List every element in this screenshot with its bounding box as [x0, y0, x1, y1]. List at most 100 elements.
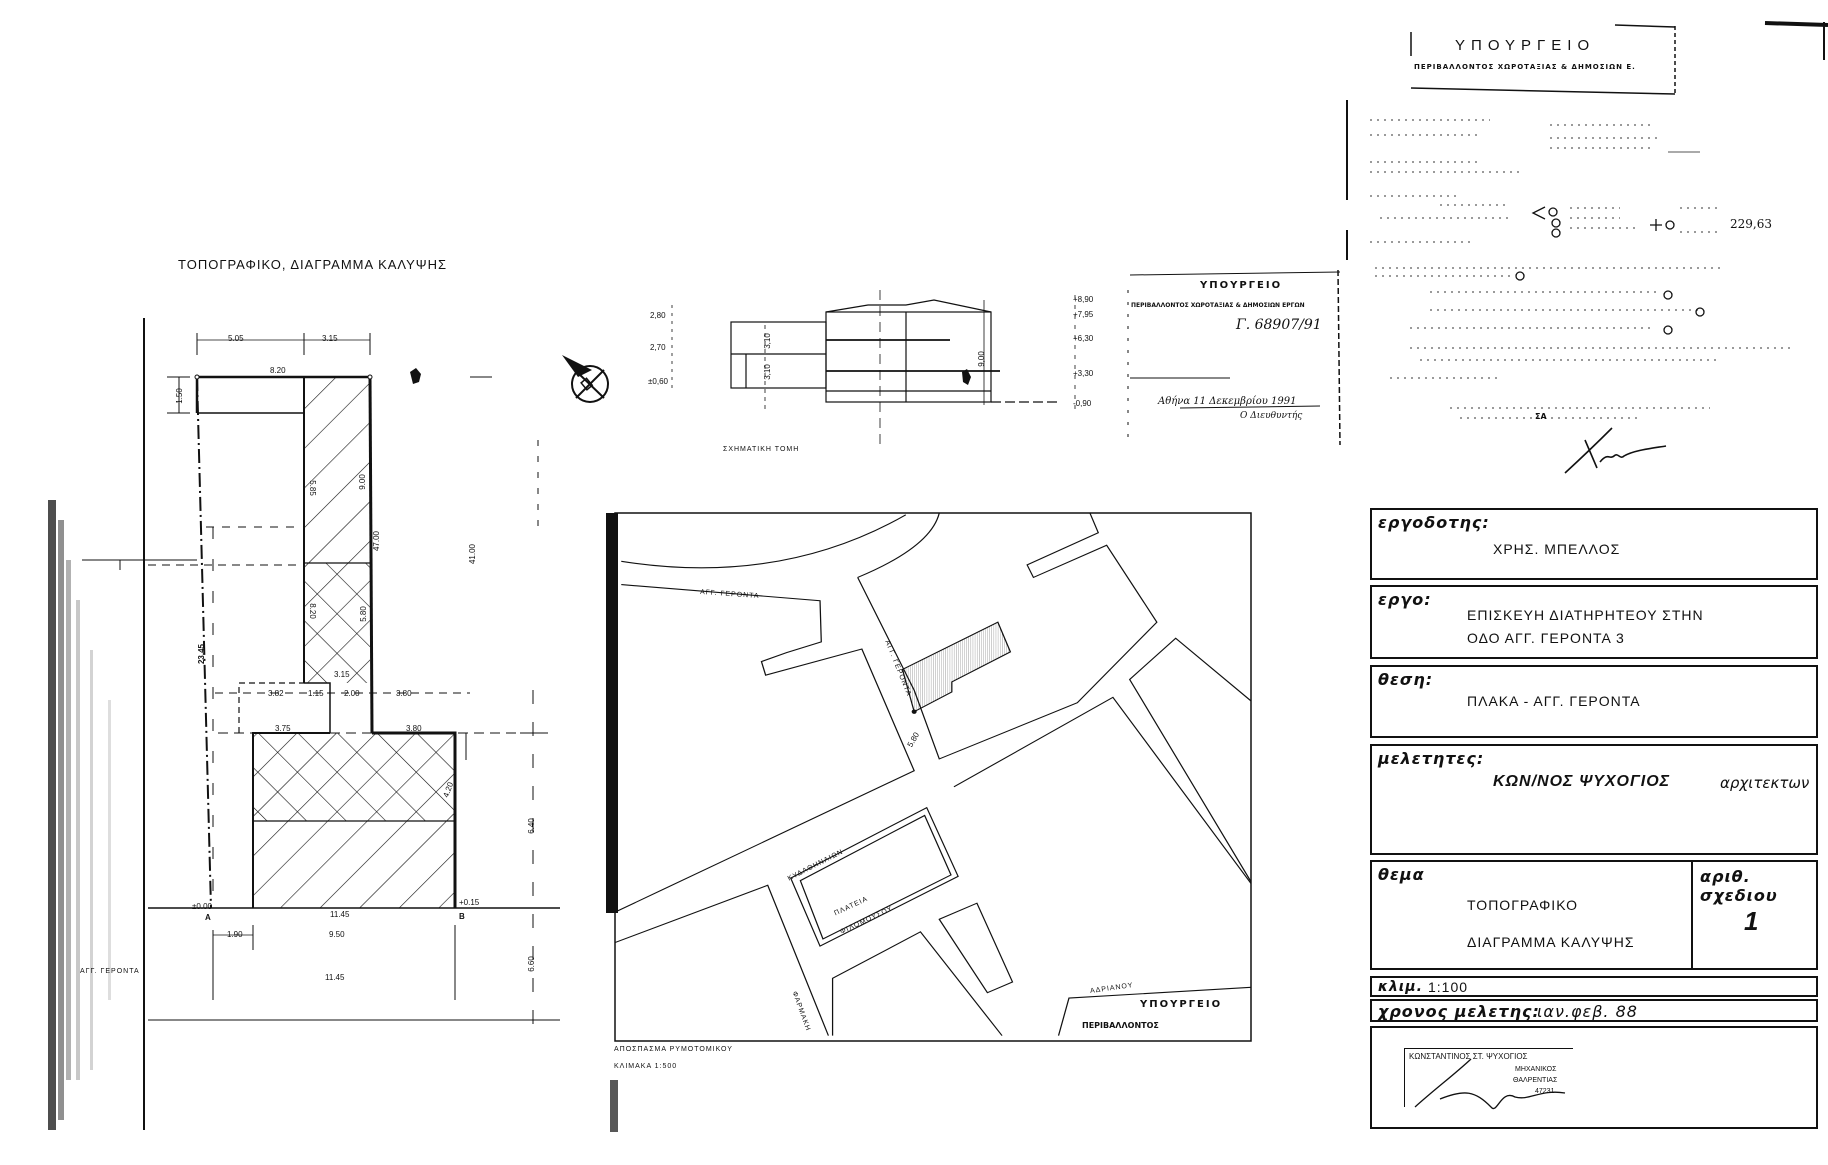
dimension-label: 11.45 [325, 973, 345, 982]
subject-line-2: ΔΙΑΓΡΑΜΜΑ ΚΑΛΥΨΗΣ [1467, 934, 1635, 950]
height-label: 9,00 [976, 351, 986, 367]
signature-box: ΚΩΝΣΤΑΝΤΙΝΟΣ ΣΤ. ΨΥΧΟΓΙΟΣ ΜΗΧΑΝΙΚΟΣ ΘΑΛΡ… [1370, 1026, 1818, 1129]
drawing-title: ΤΟΠΟΓΡΑΦΙΚΟ, ΔΙΑΓΡΑΜΜΑ ΚΑΛΥΨΗΣ [178, 257, 448, 272]
project-line-2: ΟΔΟ ΑΓΓ. ΓΕΡΟΝΤΑ 3 [1467, 630, 1625, 646]
stamp-signatory: Ο Διευθυντής [1240, 411, 1303, 421]
street-curve [621, 514, 907, 569]
project-line-1: ΕΠΙΣΚΕΥΗ ΔΙΑΤΗΡΗΤΕΟΥ ΣΤΗΝ [1467, 607, 1704, 623]
initials: ΣΑ [1535, 412, 1547, 421]
dimension-label: 3.15 [322, 334, 338, 343]
point-label-a: A [205, 913, 211, 922]
city-block [1128, 637, 1251, 882]
drawing-number-label: αριθ. σχεδιου [1700, 867, 1778, 905]
signature [1564, 427, 1667, 474]
designers-box: μελετητες: ΚΩΝ/ΝΟΣ ΨΥΧΟΓΙΟΣ αρχιτεκτων [1370, 744, 1818, 855]
subject-line-1: ΤΟΠΟΓΡΑΦΙΚΟ [1467, 897, 1578, 913]
stamp-date: Αθήνα 11 Δεκεμβρίου 1991 [1158, 396, 1297, 407]
dimension-label: 3.80 [396, 689, 412, 698]
level-label: 2,70 [650, 343, 666, 352]
square-inner [799, 814, 952, 940]
city-block [831, 931, 1003, 1036]
designers-label: μελετητες: [1378, 749, 1485, 768]
point-label-b: B [459, 912, 465, 921]
engineer-stamp-name: ΚΩΝΣΤΑΝΤΙΝΟΣ ΣΤ. ΨΥΧΟΓΙΟΣ [1409, 1052, 1528, 1061]
location-box: θεση: ΠΛΑΚΑ - ΑΓΓ. ΓΕΡΟΝΤΑ [1370, 665, 1818, 738]
approval-stamp-frame [1127, 269, 1341, 446]
client-value: ΧΡΗΣ. ΜΠΕΛΛΟΣ [1493, 541, 1621, 557]
project-label: εργο: [1378, 590, 1432, 609]
level-label: ±0.00 [192, 902, 212, 911]
city-block [615, 584, 915, 913]
ministry-subtitle: ΠΕΡΙΒΑΛΛΟΝΤΟΣ ΧΩΡΟΤΑΞΙΑΣ & ΔΗΜΟΣΙΩΝ Ε. [1414, 63, 1636, 71]
city-block-site [857, 513, 1158, 760]
city-block [1057, 986, 1251, 1036]
level-label: +7,95 [1073, 310, 1094, 319]
dimension-label: 5.80 [358, 606, 368, 622]
dimension-label: 23.45 [197, 643, 207, 665]
subject-box: θεμα ΤΟΠΟΓΡΑΦΙΚΟ ΔΙΑΓΡΑΜΜΑ ΚΑΛΥΨΗΣ αριθ.… [1370, 860, 1818, 970]
level-label: 2,80 [650, 311, 666, 320]
date-box: χρονος μελετης: ιαν.φεβ. 88 [1370, 999, 1818, 1022]
dimension-label: 1.50 [174, 388, 184, 404]
dimension-label: 41.00 [468, 543, 478, 565]
level-label: +0.15 [459, 898, 480, 907]
engineer-stamp: ΚΩΝΣΤΑΝΤΙΝΟΣ ΣΤ. ΨΥΧΟΓΙΟΣ ΜΗΧΑΝΙΚΟΣ ΘΑΛΡ… [1404, 1048, 1573, 1110]
dimension-label: 2.00 [344, 689, 360, 698]
dimension-label: 6.40 [526, 818, 536, 834]
dimension-label: 1.90 [227, 930, 243, 939]
dimension-label: 47.00 [372, 530, 382, 552]
scan-noise [48, 500, 111, 1130]
site-plan [82, 318, 560, 1130]
designer-name: ΚΩΝ/ΝΟΣ ΨΥΧΟΓΙΟΣ [1493, 773, 1671, 790]
dimension-label: 9.50 [329, 930, 345, 939]
designer-role: αρχιτεκτων [1720, 774, 1810, 792]
dimension-label: 1.15 [308, 689, 324, 698]
city-block [953, 696, 1251, 884]
schematic-section [671, 290, 1076, 450]
scale-label: κλιμ. [1378, 979, 1423, 995]
drawing-number: 1 [1744, 906, 1760, 936]
engineer-signature [1414, 1058, 1566, 1110]
dimension-label: 5.85 [307, 480, 317, 496]
scale-box: κλιμ. 1:100 [1370, 976, 1818, 997]
location-label: θεση: [1378, 670, 1434, 689]
drawing-number-cell [1691, 862, 1693, 968]
engineer-stamp-number: 47231 [1535, 1088, 1555, 1095]
level-label: +3,30 [1073, 369, 1094, 378]
map-caption: ΑΠΟΣΠΑΣΜΑ ΡΥΜΟΤΟΜΙΚΟΥ [614, 1046, 733, 1053]
north-arrow-icon [562, 355, 609, 403]
subject-label: θεμα [1378, 865, 1425, 884]
project-box: εργο: ΕΠΙΣΚΕΥΗ ΔΙΑΤΗΡΗΤΕΟΥ ΣΤΗΝ ΟΔΟ ΑΓΓ.… [1370, 585, 1818, 659]
client-box: εργοδοτης: ΧΡΗΣ. ΜΠΕΛΛΟΣ [1370, 508, 1818, 580]
client-label: εργοδοτης: [1378, 513, 1490, 532]
site-parcel-hatched [901, 621, 1012, 713]
date-value: ιαν.φεβ. 88 [1537, 1002, 1638, 1021]
stamp-title: ΥΠΟΥΡΓΕΙΟ [1200, 280, 1283, 291]
dimension-label: 3.82 [268, 689, 284, 698]
level-label: ±0,60 [648, 377, 668, 386]
map-scale: ΚΛΙΜΑΚΑ 1:500 [614, 1063, 678, 1070]
level-label: +6,30 [1073, 334, 1094, 343]
height-label: 3,10 [762, 364, 772, 380]
faint-document-text [1370, 119, 1790, 419]
dimension-label: 3.15 [334, 670, 350, 679]
stamp-protocol: Γ. 68907/91 [1236, 317, 1322, 333]
engineer-stamp-title: ΜΗΧΑΝΙΚΟΣ [1515, 1066, 1557, 1073]
date-label: χρονος μελετης: [1378, 1002, 1540, 1021]
ministry-title: ΥΠΟΥΡΓΕΙΟ [1455, 37, 1596, 54]
dimension-label: 5.05 [228, 334, 244, 343]
street-label: ΑΓΓ. ΓΕΡΟΝΤΑ [80, 968, 140, 975]
map-stamp-title: ΥΠΟΥΡΓΕΙΟ [1140, 999, 1223, 1010]
level-label: +8,90 [1073, 295, 1094, 304]
fee-annotation: 229,63 [1730, 217, 1772, 231]
section-title: ΣΧΗΜΑΤΙΚΗ ΤΟΜΗ [723, 446, 800, 453]
site-map [615, 513, 1251, 1036]
dimension-label: 3.75 [275, 724, 291, 733]
scale-value: 1:100 [1428, 979, 1469, 995]
height-label: 3,10 [762, 333, 772, 349]
level-label: -0,90 [1073, 399, 1092, 408]
square-outer [789, 806, 959, 947]
stamp-subtitle: ΠΕΡΙΒΑΛΛΟΝΤΟΣ ΧΩΡΟΤΑΞΙΑΣ & ΔΗΜΟΣΙΩΝ ΕΡΓΩ… [1131, 302, 1305, 309]
location-value: ΠΛΑΚΑ - ΑΓΓ. ΓΕΡΟΝΤΑ [1467, 693, 1641, 709]
